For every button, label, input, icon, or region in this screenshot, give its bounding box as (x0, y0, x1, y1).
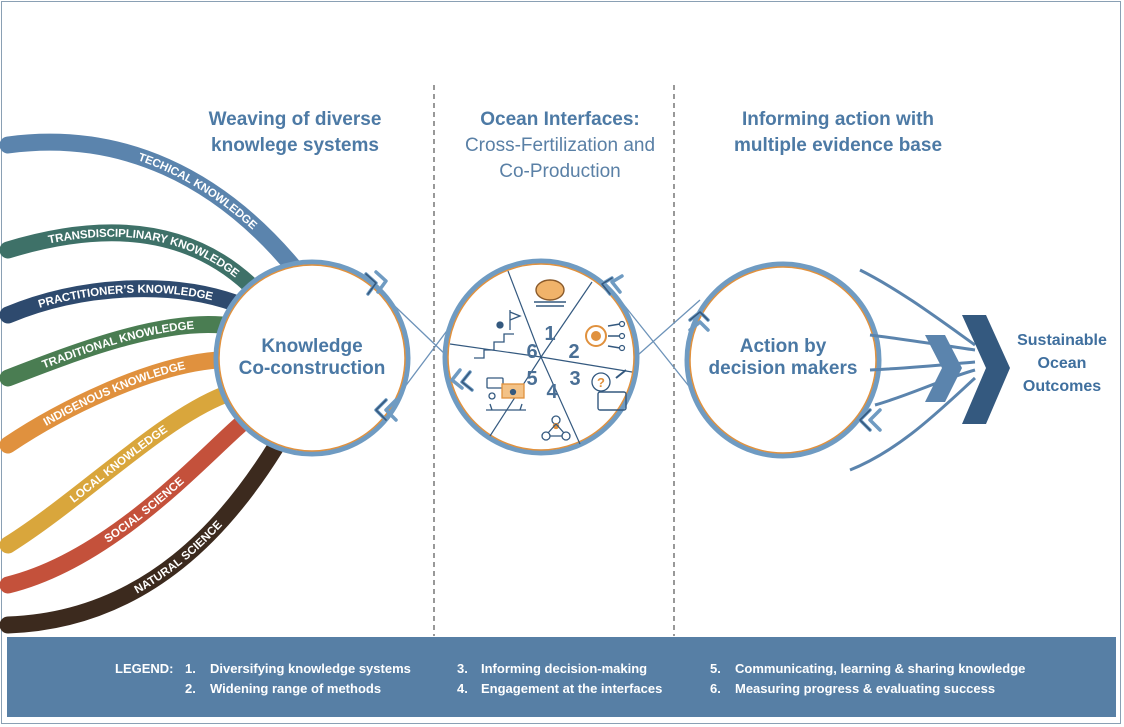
legend-item-4-num: 4. (457, 681, 468, 696)
sustainable-ocean-outcomes-label: Sustainable Ocean Outcomes (1010, 329, 1114, 398)
legend-item-3-num: 3. (457, 661, 468, 676)
legend-item-1-text: Diversifying knowledge systems (210, 661, 411, 676)
circle-right-line1: Action by (739, 336, 827, 357)
legend-item-2-text: Widening range of methods (210, 681, 382, 696)
strand-natural-science (8, 448, 275, 625)
header-weaving: Weaving of diverse knowlege systems (190, 107, 400, 159)
segment-number-2: 2 (568, 341, 579, 363)
legend-item-6-text: Measuring progress & evaluating success (735, 681, 996, 696)
strand-label-natural-science: NATURAL SCIENCE (133, 519, 225, 597)
progress-steps-icon (474, 310, 522, 359)
segment-number-6: 6 (526, 341, 537, 363)
knowledge-co-construction-circle (213, 259, 411, 457)
gear-network-icon (585, 320, 626, 352)
action-by-decision-makers-label: Action by decision makers (693, 336, 873, 380)
question-note-icon: ? (591, 369, 627, 411)
outcome-line1: Sustainable (1017, 332, 1107, 349)
header-informing-line1: Informing action with (741, 109, 935, 130)
outcome-line3: Outcomes (1022, 378, 1102, 395)
action-circle (684, 261, 882, 459)
circle-left-line2: Co-construction (238, 358, 386, 379)
header-weaving-line1: Weaving of diverse (208, 109, 382, 130)
segment-number-1: 1 (544, 323, 555, 345)
brain-book-icon (534, 279, 566, 307)
segment-number-5: 5 (526, 368, 537, 390)
header-ocean-sub1: Cross-Fertilization and (464, 135, 656, 156)
legend-item-5-num: 5. (710, 661, 721, 676)
header-ocean-title: Ocean Interfaces: (480, 109, 640, 130)
header-ocean-interfaces: Ocean Interfaces: Cross-Fertilization an… (440, 107, 680, 185)
legend-item-4-text: Engagement at the interfaces (481, 681, 663, 696)
header-weaving-line2: knowlege systems (211, 135, 379, 156)
header-informing-line2: multiple evidence base (733, 135, 943, 156)
legend-item-3-text: Informing decision-making (481, 661, 648, 676)
chevron-arrow-icon (364, 270, 882, 432)
segment-numbers: 1 2 3 4 5 6 (526, 323, 580, 403)
header-ocean-sub2: Co-Production (499, 161, 621, 182)
knowledge-co-construction-label: Knowledge Co-construction (222, 336, 402, 380)
legend-item-2-num: 2. (185, 681, 196, 696)
meeting-icon (486, 377, 526, 411)
outcome-chevron-icon (925, 315, 1010, 424)
outcome-fan-lines (849, 268, 977, 472)
strand-label-social-science: SOCIAL SCIENCE (103, 475, 187, 545)
legend-item-5-text: Communicating, learning & sharing knowle… (735, 661, 1026, 676)
segment-number-3: 3 (569, 368, 580, 390)
svg-text:?: ? (597, 375, 605, 390)
circle-right-line2: decision makers (708, 358, 858, 379)
legend-title: LEGEND: (115, 661, 174, 676)
legend-item-1-num: 1. (185, 661, 196, 676)
circle-left-line1: Knowledge (261, 336, 363, 357)
segment-number-4: 4 (546, 381, 558, 403)
people-network-icon (541, 415, 571, 441)
legend-bar: LEGEND: 1. Diversifying knowledge system… (7, 637, 1116, 717)
outcome-line2: Ocean (1037, 355, 1087, 372)
header-informing: Informing action with multiple evidence … (708, 107, 968, 159)
legend-item-6-num: 6. (710, 681, 721, 696)
